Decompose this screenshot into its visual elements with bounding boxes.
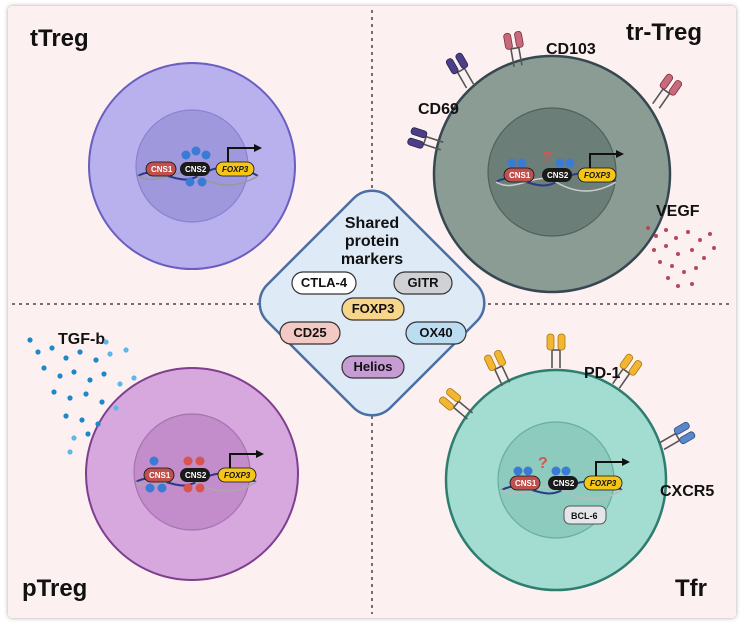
svg-text:GITR: GITR — [407, 275, 439, 290]
label-tgfb: TGF-b — [58, 331, 105, 348]
marker-ctla4: CTLA-4 — [291, 271, 357, 295]
shared-markers-panel: Shared protein markers CTLA-4 GITR FOXP3… — [258, 189, 486, 417]
svg-text:CNS2: CNS2 — [547, 171, 569, 180]
svg-text:CTLA-4: CTLA-4 — [301, 275, 348, 290]
marker-helios: Helios — [341, 355, 405, 379]
svg-text:FOXP3: FOXP3 — [590, 479, 617, 488]
panel-title-line-3: markers — [341, 251, 403, 268]
svg-text:CNS2: CNS2 — [185, 471, 207, 480]
tfr-gene: CNS1 CNS2 FOXP3 ? — [501, 455, 630, 500]
svg-text:CNS2: CNS2 — [185, 165, 207, 174]
ptreg-gene: CNS1 CNS2 FOXP3 — [135, 450, 264, 493]
svg-text:?: ? — [538, 455, 548, 472]
cns2-box — [180, 162, 210, 176]
svg-text:CD25: CD25 — [293, 325, 326, 340]
trtreg-gene: CNS1 CNS2 FOXP3 ? — [495, 149, 624, 192]
promoter-arrow — [227, 147, 256, 162]
marker-gitr: GITR — [393, 271, 453, 295]
svg-text:CNS1: CNS1 — [515, 479, 537, 488]
ttreg-gene: CNS1 CNS2 FOXP3 — [137, 144, 262, 187]
label-cd69: CD69 — [418, 101, 459, 118]
marker-foxp3: FOXP3 — [341, 297, 405, 321]
svg-text:CNS2: CNS2 — [553, 479, 575, 488]
diagram-frame: tTreg tr-Treg pTreg Tfr CNS1 CNS2 FOXP3 … — [8, 6, 736, 618]
svg-text:Helios: Helios — [353, 359, 392, 374]
cns1-box — [145, 161, 177, 177]
tgfb-particles — [27, 337, 137, 455]
label-pd1: PD-1 — [584, 365, 621, 382]
panel-title-line-2: protein — [345, 233, 399, 250]
svg-text:FOXP3: FOXP3 — [224, 471, 251, 480]
question-mark: ? — [542, 149, 552, 166]
svg-text:CNS1: CNS1 — [149, 471, 171, 480]
acetyl-marks — [181, 146, 211, 187]
label-vegf: VEGF — [656, 203, 700, 220]
label-cxcr5: CXCR5 — [660, 483, 714, 500]
vegf-particles — [646, 226, 716, 288]
marker-cd25: CD25 — [279, 321, 341, 345]
treg-diagram: tTreg tr-Treg pTreg Tfr CNS1 CNS2 FOXP3 … — [12, 10, 732, 614]
title-ptreg: pTreg — [22, 575, 87, 602]
svg-text:OX40: OX40 — [419, 325, 452, 340]
svg-text:CNS1: CNS1 — [509, 171, 531, 180]
svg-text:FOXP3: FOXP3 — [222, 165, 249, 174]
label-cd103: CD103 — [546, 41, 596, 58]
svg-text:BCL-6: BCL-6 — [571, 511, 598, 521]
title-trtreg: tr-Treg — [626, 19, 702, 46]
svg-text:FOXP3: FOXP3 — [584, 171, 611, 180]
svg-text:CNS1: CNS1 — [151, 165, 173, 174]
title-ttreg: tTreg — [30, 25, 89, 52]
bcl6-badge: BCL-6 — [563, 505, 607, 525]
title-tfr: Tfr — [675, 575, 707, 602]
marker-ox40: OX40 — [405, 321, 467, 345]
svg-text:FOXP3: FOXP3 — [352, 301, 395, 316]
panel-title-line-1: Shared — [345, 215, 399, 232]
cxcr5-receptors — [656, 420, 697, 455]
foxp3-gene-box — [215, 161, 255, 177]
